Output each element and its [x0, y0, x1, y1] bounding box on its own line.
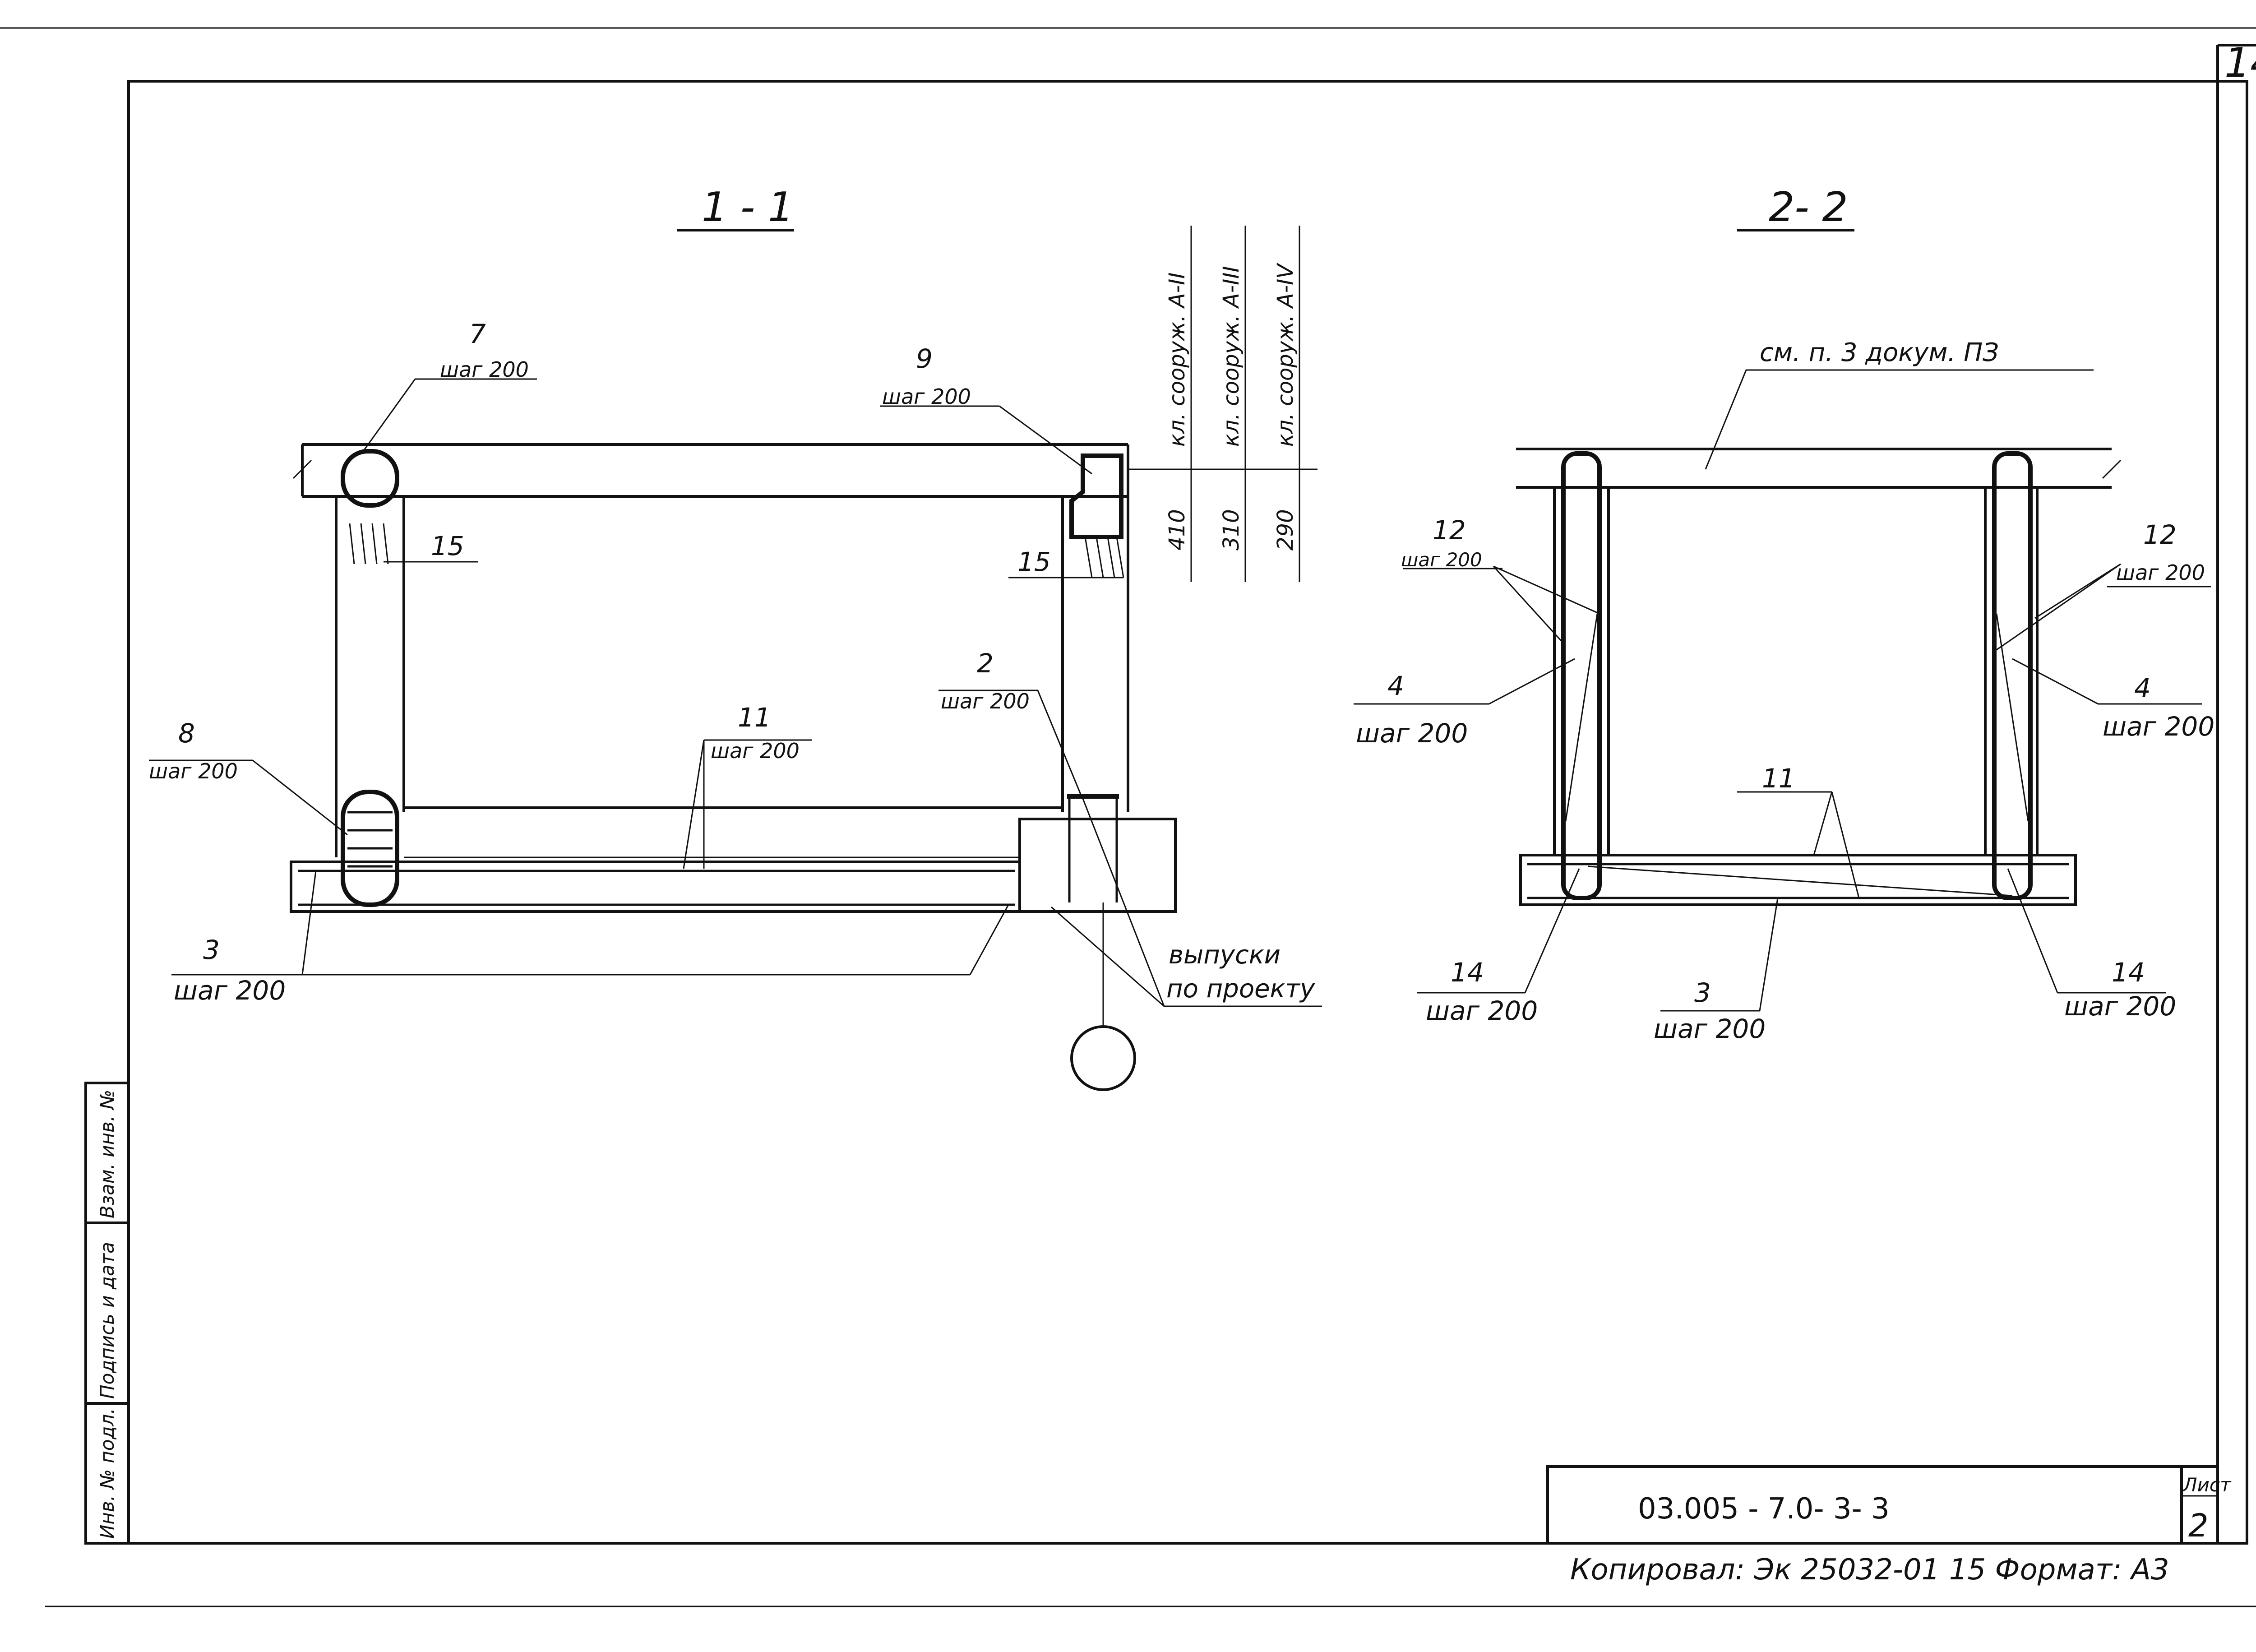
class-a2-header: кл. сооруж. А-II	[1165, 273, 1190, 447]
sheet-frame	[0, 27, 2256, 1607]
outlets-note-line1: выпуски	[1169, 940, 1281, 970]
mark-7: 7	[469, 319, 486, 349]
class-a3-value: 310	[1219, 509, 1244, 551]
class-a4-header: кл. сооруж. А-IV	[1273, 263, 1298, 447]
wall-bar-left	[1561, 451, 1602, 900]
mark-14-right: 14	[2112, 957, 2145, 988]
leaders-2-2	[1354, 563, 2211, 1012]
section-2-2: 2- 2 см. п. 3 докум. ПЗ	[1354, 184, 2214, 1044]
mark-4-left-step: шаг 200	[1356, 718, 1468, 749]
page-number: 14	[2224, 39, 2256, 87]
wall-bar-right	[1992, 451, 2033, 900]
mark-14-right-step: шаг 200	[2064, 991, 2176, 1022]
mark-2: 2	[977, 648, 994, 679]
note-see-doc: см. п. 3 докум. ПЗ	[1760, 338, 1999, 367]
mark-3-step: шаг 200	[174, 975, 286, 1006]
mark-3-right-step: шаг 200	[1654, 1013, 1766, 1044]
mark-8: 8	[178, 718, 195, 749]
mark-3-right: 3	[1694, 977, 1711, 1008]
side-stamp: Инв. № подл. Подпись и дата Взам. инв. №	[84, 1082, 130, 1545]
stirrup-9	[1069, 453, 1123, 539]
walls	[335, 496, 1129, 858]
walls-2	[1553, 487, 2039, 856]
class-a4-value: 290	[1273, 509, 1298, 551]
mark-15-right: 15	[1017, 546, 1051, 577]
mark-7-step: шаг 200	[440, 357, 529, 382]
sheet-label: Лист	[2182, 1474, 2232, 1496]
mark-11-right: 11	[1762, 763, 1795, 794]
title-block	[1546, 1465, 2219, 1545]
side-stamp-inv-podl: Инв. № подл.	[96, 1408, 118, 1539]
structure-class-table: кл. сооруж. А-II кл. сооруж. А-III кл. с…	[1128, 226, 1318, 582]
mark-11: 11	[738, 702, 771, 733]
document-code: 03.005 - 7.0- 3- 3	[1638, 1492, 1890, 1526]
copied-by-line: Копировал: Эк 25032-01 15 Формат: А3	[1570, 1553, 2169, 1587]
mark-12-right: 12	[2143, 519, 2177, 550]
section-2-2-title: 2- 2	[1769, 184, 1848, 231]
section-1-1: 1 - 1	[149, 184, 1322, 1091]
bottom-slab-2	[1519, 854, 2077, 906]
mark-14-left-step: шаг 200	[1426, 995, 1538, 1026]
mark-4-left: 4	[1387, 671, 1404, 701]
mark-15-left: 15	[431, 531, 464, 561]
mark-4-right: 4	[2134, 673, 2151, 703]
anchors-15	[349, 523, 1124, 578]
leaders-1-1	[149, 378, 1322, 1007]
class-a3-header: кл. сооруж. А-III	[1219, 266, 1244, 447]
section-1-1-title: 1 - 1	[702, 184, 794, 231]
top-slab-2	[1516, 448, 2122, 489]
outlets	[1067, 794, 1119, 902]
mark-9: 9	[916, 343, 933, 374]
mark-11-step: шаг 200	[711, 739, 800, 763]
mark-9-step: шаг 200	[882, 384, 971, 409]
mark-2-step: шаг 200	[941, 689, 1030, 713]
mark-12-left-step: шаг 200	[1401, 549, 1482, 571]
side-stamp-vzam: Взам. инв. №	[96, 1090, 118, 1218]
mark-4-right-step: шаг 200	[2103, 711, 2214, 742]
outlets-note-line2: по проекту	[1166, 974, 1315, 1004]
mark-14-left: 14	[1451, 957, 1484, 988]
class-a2-value: 410	[1165, 509, 1190, 551]
circle-marker	[1070, 1025, 1136, 1091]
sheet-number: 2	[2188, 1507, 2209, 1544]
side-stamp-signature: Подпись и дата	[96, 1242, 118, 1399]
stirrup-7	[341, 449, 399, 508]
top-slab	[292, 443, 1129, 498]
mark-12-left: 12	[1433, 515, 1466, 546]
bottom-slab	[290, 818, 1177, 913]
mark-12-right-step: шаг 200	[2116, 560, 2205, 585]
mark-3: 3	[203, 935, 220, 965]
mark-8-step: шаг 200	[149, 759, 238, 783]
